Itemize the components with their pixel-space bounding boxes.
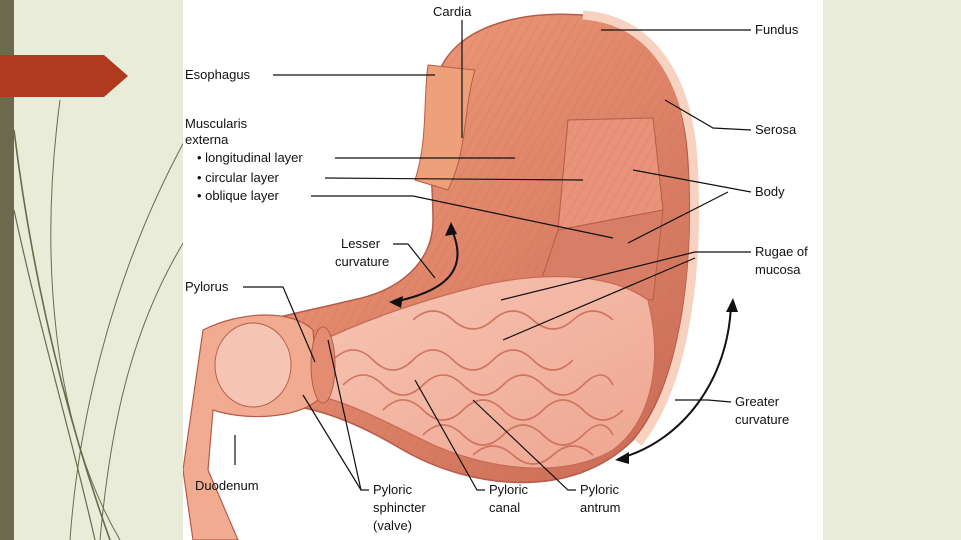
label-serosa: Serosa: [755, 122, 797, 137]
label-circular-layer: • circular layer: [197, 170, 280, 185]
pyloric-sphincter: [310, 326, 336, 404]
mucosa-rugae: [312, 275, 656, 469]
label-pylorus: Pylorus: [185, 279, 229, 294]
label-longitudinal-layer: • longitudinal layer: [197, 150, 303, 165]
greater-curvature-arrow: [620, 304, 732, 459]
lesser-curvature-arrow: [392, 227, 459, 303]
label-pyloric-canal-1: Pyloric: [489, 482, 529, 497]
label-cardia: Cardia: [433, 4, 472, 19]
label-duodenum: Duodenum: [195, 478, 259, 493]
label-externa: externa: [185, 132, 229, 147]
label-pyloric-antrum-2: antrum: [580, 500, 620, 515]
label-oblique-layer: • oblique layer: [197, 188, 280, 203]
slide-sidebar-bar: [0, 0, 14, 540]
label-greater-curvature: curvature: [735, 412, 789, 427]
rugae-folds: [332, 310, 624, 465]
label-pyloric-canal-2: canal: [489, 500, 520, 515]
slide-arrow-tab: [0, 55, 128, 97]
label-muscularis: Muscularis: [185, 116, 248, 131]
leader-lines: [234, 20, 752, 491]
label-pyloric-sphincter-2: sphincter: [373, 500, 426, 515]
stomach-diagram: Cardia Fundus Esophagus Muscularis exter…: [183, 0, 823, 540]
label-pyloric-sphincter-1: Pyloric: [373, 482, 413, 497]
decorative-swoosh-lines: [13, 99, 186, 540]
duodenum-opening: [214, 322, 292, 408]
esophagus-tube: [414, 64, 476, 191]
label-pyloric-antrum-1: Pyloric: [580, 482, 620, 497]
label-rugae: Rugae of: [755, 244, 808, 259]
label-esophagus: Esophagus: [185, 67, 251, 82]
label-mucosa: mucosa: [755, 262, 801, 277]
stomach-illustration: Cardia Fundus Esophagus Muscularis exter…: [183, 4, 808, 540]
label-fundus: Fundus: [755, 22, 799, 37]
label-lesser: Lesser: [341, 236, 381, 251]
label-pyloric-sphincter-3: (valve): [373, 518, 412, 533]
serosa-rim: [582, 10, 699, 446]
label-body: Body: [755, 184, 785, 199]
label-lesser-curvature: curvature: [335, 254, 389, 269]
label-greater: Greater: [735, 394, 780, 409]
